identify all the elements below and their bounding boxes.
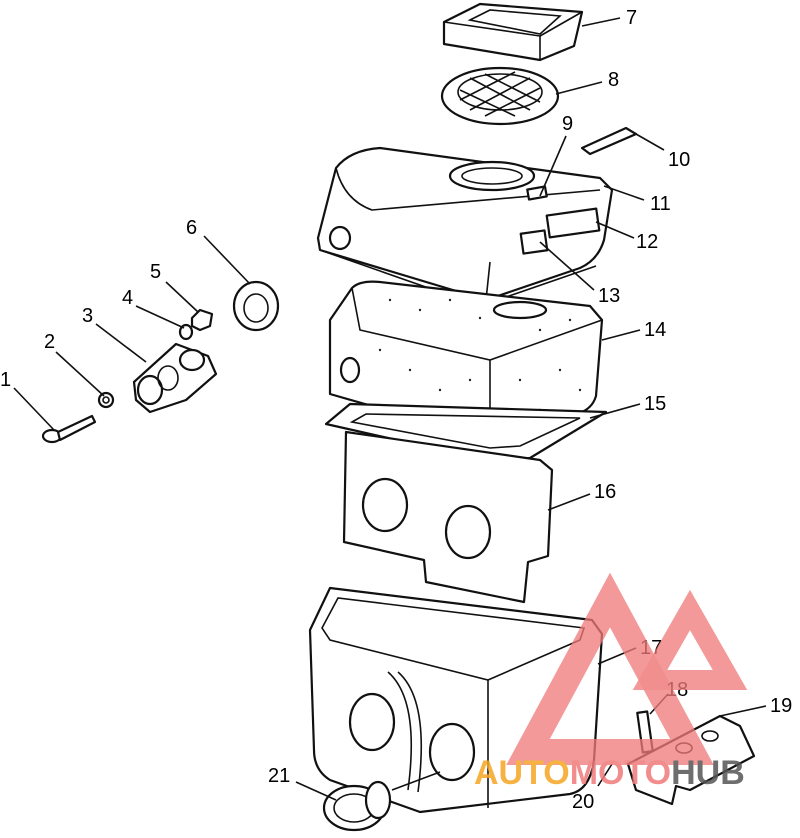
callout-11: 11 bbox=[650, 193, 671, 215]
callout-9: 9 bbox=[562, 113, 573, 135]
part-6-o-ring bbox=[232, 280, 280, 332]
callout-13: 13 bbox=[598, 285, 620, 307]
watermark-text: AUTOMOTOHUB bbox=[474, 754, 745, 792]
callout-6: 6 bbox=[186, 217, 197, 239]
callout-16: 16 bbox=[594, 481, 616, 503]
part-16-plate bbox=[342, 430, 554, 604]
leader-lines bbox=[13, 17, 767, 801]
part-8-screen bbox=[440, 66, 560, 126]
callout-14: 14 bbox=[644, 319, 666, 341]
part-1-screw bbox=[41, 414, 97, 444]
part-3-valve-body bbox=[132, 342, 218, 414]
callout-labels: 1 2 3 4 5 6 7 8 9 10 11 12 13 14 15 16 1… bbox=[0, 7, 792, 813]
part-4-washer bbox=[178, 323, 194, 341]
part-14-foam-filter bbox=[328, 280, 604, 442]
callout-8: 8 bbox=[608, 69, 619, 91]
watermark-hub: HUB bbox=[671, 754, 745, 792]
part-2-washer bbox=[97, 391, 115, 409]
callout-2: 2 bbox=[44, 331, 55, 353]
callout-1: 1 bbox=[0, 369, 11, 391]
callout-21: 21 bbox=[268, 765, 290, 787]
callout-20: 20 bbox=[572, 791, 594, 813]
watermark-auto: AUTO bbox=[474, 754, 570, 792]
callout-5: 5 bbox=[150, 261, 161, 283]
part-21-boot bbox=[322, 780, 392, 832]
callout-12: 12 bbox=[636, 231, 658, 253]
part-7-foam-pad bbox=[442, 2, 584, 62]
watermark-triangle-small-icon bbox=[632, 589, 748, 690]
watermark-logo: AUTOMOTOHUB bbox=[474, 572, 748, 792]
part-11-top-cover bbox=[316, 146, 614, 307]
callout-3: 3 bbox=[82, 305, 93, 327]
callout-7: 7 bbox=[626, 7, 637, 29]
part-5-nut bbox=[190, 308, 214, 332]
callout-10: 10 bbox=[668, 149, 690, 171]
watermark-moto: MOTO bbox=[570, 754, 671, 792]
callout-4: 4 bbox=[122, 287, 133, 309]
callout-15: 15 bbox=[644, 393, 666, 415]
callout-19: 19 bbox=[770, 695, 792, 717]
part-10-clip bbox=[580, 126, 638, 156]
